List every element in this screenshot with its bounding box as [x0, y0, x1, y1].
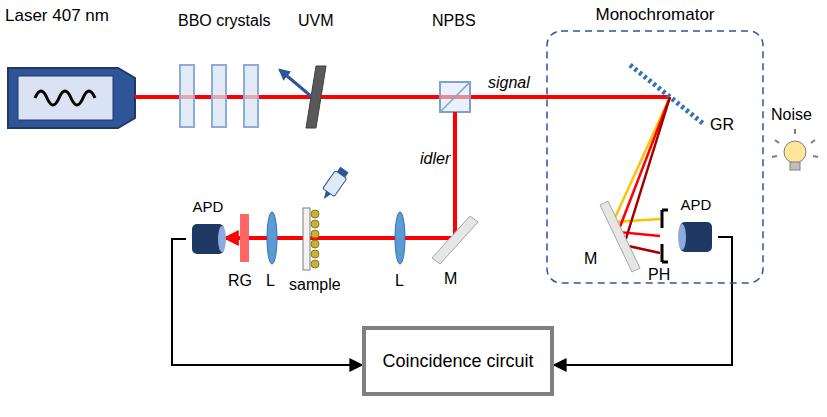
- signal-wire: [172, 239, 362, 365]
- monochromator-region: MonochromatorAPD: [545, 5, 765, 285]
- bbo-crystals: [180, 65, 258, 127]
- node-text: Laser 407 nm: [5, 6, 165, 26]
- coincidence-circuit-box: Coincidence circuit: [362, 326, 554, 396]
- lens: [267, 212, 277, 264]
- apd-detector-node: APD: [674, 196, 718, 256]
- beam-name: idler: [420, 150, 450, 168]
- node-text: APD: [186, 198, 230, 215]
- pinhole: [662, 210, 668, 262]
- uv-mirror: [306, 66, 326, 128]
- part-name: UVM: [298, 12, 334, 30]
- mono-mirror: [600, 201, 640, 272]
- part-name: M: [584, 250, 597, 268]
- rg-filter: [240, 214, 249, 262]
- node-text: APD: [674, 196, 718, 213]
- part-name: L: [395, 272, 404, 290]
- beam-name: signal: [488, 74, 530, 92]
- laser-body: [8, 68, 135, 128]
- idler-beam: [226, 112, 455, 238]
- apd-detector-node: APD: [186, 198, 230, 256]
- part-name: PH: [648, 266, 670, 284]
- signal-wire: [554, 237, 732, 365]
- part-name: GR: [710, 116, 734, 134]
- noise-bulb: [772, 129, 818, 170]
- part-name: L: [266, 272, 275, 290]
- apd-detector: [192, 224, 226, 254]
- part-name: sample: [289, 276, 341, 294]
- node-text: Monochromator: [545, 5, 765, 25]
- beam-splitter-cube: [440, 82, 470, 112]
- part-name: M: [444, 270, 457, 288]
- part-name: Noise: [771, 106, 812, 124]
- node-text: Coincidence circuit: [382, 351, 534, 372]
- idler-mirror: [432, 216, 478, 264]
- part-name: RG: [228, 272, 252, 290]
- grating: [630, 65, 705, 125]
- apd-detector: [678, 222, 712, 252]
- sample-slide: [303, 166, 350, 270]
- part-name: NPBS: [432, 12, 476, 30]
- lens: [395, 212, 405, 264]
- uv-reflection: [280, 70, 312, 97]
- part-name: BBO crystals: [178, 12, 270, 30]
- laser-source: Laser 407 nm: [5, 6, 165, 131]
- monochromator-outline: [545, 5, 765, 287]
